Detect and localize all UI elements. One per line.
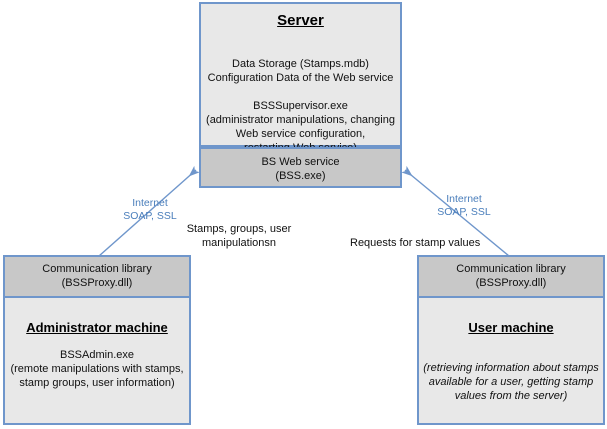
admin-comm-lib-line-1: Communication library: [42, 263, 152, 275]
edge-label-right-protocol: Internet SOAP, SSL: [424, 193, 504, 219]
server-storage-line-1: Data Storage (Stamps.mdb): [232, 58, 369, 70]
server-title: Server: [277, 12, 324, 29]
edge-label-left-protocol: Internet SOAP, SSL: [110, 197, 190, 223]
bs-web-service-line-2: (BSS.exe): [275, 170, 326, 182]
admin-detail-line-1: BSSAdmin.exe: [60, 349, 134, 361]
edge-label-right-protocol-line-2: SOAP, SSL: [437, 206, 491, 218]
user-detail-text: (retrieving information about stamps ava…: [419, 361, 603, 403]
server-supervisor-line-3: Web service configuration,: [235, 128, 366, 140]
edge-label-right-payload: Requests for stamp values: [350, 236, 520, 250]
edge-label-right-payload-line-1: Requests for stamp values: [350, 237, 481, 249]
server-body: Server Data Storage (Stamps.mdb) Configu…: [201, 4, 400, 155]
user-comm-lib-line-1: Communication library: [456, 263, 566, 275]
server-supervisor-line-1: BSSSupervisor.exe: [253, 100, 348, 112]
user-detail-line-2: available for a user, getting stamp: [428, 376, 594, 388]
user-title: User machine: [468, 320, 554, 335]
user-communication-library-band: Communication library (BSSProxy.dll): [419, 257, 603, 298]
admin-body: Administrator machine BSSAdmin.exe (remo…: [5, 298, 189, 390]
user-detail-line-1: (retrieving information about stamps: [423, 362, 599, 374]
user-body: User machine (retrieving information abo…: [419, 298, 603, 403]
node-user-machine: Communication library (BSSProxy.dll) Use…: [417, 255, 605, 425]
admin-detail-line-3: stamp groups, user information): [19, 377, 175, 389]
bs-web-service-line-1: BS Web service: [261, 156, 340, 168]
edge-label-right-protocol-line-1: Internet: [446, 193, 482, 205]
server-supervisor-line-2: (administrator manipulations, changing: [206, 114, 395, 126]
admin-detail-line-2: (remote manipulations with stamps,: [10, 363, 184, 375]
edge-label-left-payload-line-2: manipulationsn: [202, 237, 276, 249]
admin-communication-library-band: Communication library (BSSProxy.dll): [5, 257, 189, 298]
node-bs-web-service: BS Web service (BSS.exe): [199, 147, 402, 188]
user-comm-lib-line-2: (BSSProxy.dll): [475, 277, 547, 289]
edge-label-left-protocol-line-1: Internet: [132, 197, 168, 209]
server-storage-line-2: Configuration Data of the Web service: [207, 72, 394, 84]
server-storage-text: Data Storage (Stamps.mdb) Configuration …: [201, 57, 400, 85]
node-administrator-machine: Communication library (BSSProxy.dll) Adm…: [3, 255, 191, 425]
bs-web-service-body: BS Web service (BSS.exe): [201, 149, 400, 183]
admin-title: Administrator machine: [26, 320, 168, 335]
edge-label-left-payload: Stamps, groups, user manipulationsn: [159, 222, 319, 250]
admin-comm-lib-line-2: (BSSProxy.dll): [61, 277, 133, 289]
edge-label-left-payload-line-1: Stamps, groups, user: [186, 223, 292, 235]
node-server: Server Data Storage (Stamps.mdb) Configu…: [199, 2, 402, 154]
admin-detail-text: BSSAdmin.exe (remote manipulations with …: [5, 348, 189, 390]
edge-label-left-protocol-line-2: SOAP, SSL: [123, 210, 177, 222]
user-detail-line-3: values from the server): [454, 390, 568, 402]
